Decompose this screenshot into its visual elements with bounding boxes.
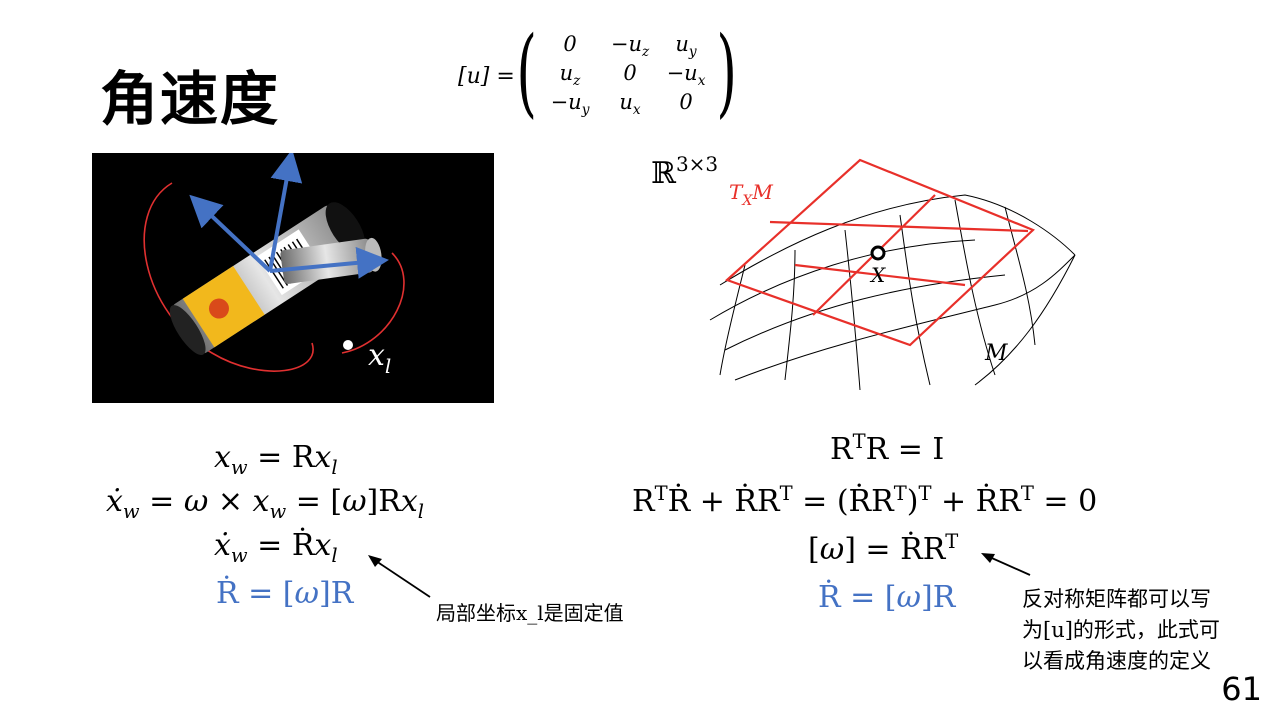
manifold-figure: ℝ3×3 TXM M X: [645, 145, 1085, 400]
space-label: ℝ3×3: [651, 152, 718, 191]
point-marker: [343, 340, 353, 350]
point-label: xl: [368, 338, 391, 378]
note-arrow-left: [368, 555, 431, 598]
manifold-svg: ℝ3×3 TXM M X: [651, 152, 1076, 391]
matrix-cell: −uz: [610, 32, 650, 61]
tangent-point: [870, 245, 886, 261]
manifold-label: M: [984, 341, 1008, 366]
matrix-cell: −ux: [666, 61, 706, 90]
equation-right-3: [ω] = ṘRT: [808, 530, 959, 567]
note-right-line: 以看成角速度的定义: [1022, 649, 1211, 673]
axis-arrow: [268, 149, 303, 272]
equation-left-3: ẋw = Ṙxl: [214, 528, 338, 567]
orbit-curve: [341, 252, 405, 354]
rigid-body-svg: xl: [143, 149, 405, 378]
matrix-grid: 0 −uz uy uz 0 −ux −uy ux 0: [538, 32, 714, 119]
note-right-line: 为[u]的形式，此式可: [1022, 618, 1220, 642]
equation-left-2: ẋw = ω × xw = [ω]Rxl: [106, 484, 425, 523]
matrix-lhs: [u] =: [458, 64, 515, 89]
equation-left-1: xw = Rxl: [214, 440, 338, 479]
axis-arrow: [189, 194, 272, 273]
matrix-cell: uz: [559, 61, 581, 90]
rigid-body-figure: xl: [92, 149, 494, 403]
note-arrow-right: [981, 553, 1031, 576]
equation-left-4: Ṙ = [ω]R: [216, 576, 354, 611]
equation-right-2: RTṘ + ṘRT = (ṘRT)T + ṘRT = 0: [632, 482, 1098, 519]
cylinder-main: [169, 202, 366, 356]
axis-arrow: [269, 246, 389, 279]
matrix-cell: 0: [623, 61, 637, 85]
skew-matrix: [u] = ( 0 −uz uy uz 0 −ux −uy ux 0 ): [458, 24, 748, 122]
matrix-cell: uy: [675, 32, 697, 61]
note-left: 局部坐标x_l是固定值: [436, 601, 624, 625]
matrix-cell: 0: [563, 32, 577, 56]
note-right: 反对称矩阵都可以写 为[u]的形式，此式可 以看成角速度的定义: [1022, 584, 1220, 677]
equation-right-1: RTR = I: [830, 430, 945, 467]
tangent-label: TXM: [729, 180, 773, 209]
note-right-line: 反对称矩阵都可以写: [1022, 587, 1211, 611]
right-paren: ): [716, 16, 738, 128]
manifold-grid: [709, 194, 1076, 391]
matrix-cell: ux: [619, 90, 641, 119]
equation-right-4: Ṙ = [ω]R: [818, 580, 956, 615]
point-x-label: X: [869, 263, 886, 287]
matrix-cell: −uy: [550, 90, 590, 119]
slide-title: 角速度: [100, 65, 281, 133]
matrix-cell: 0: [679, 90, 693, 114]
page-number: 61: [1221, 670, 1262, 708]
left-paren: (: [516, 16, 538, 128]
